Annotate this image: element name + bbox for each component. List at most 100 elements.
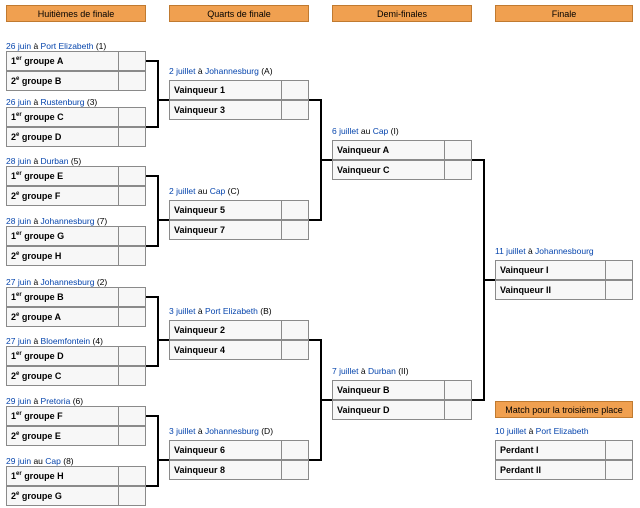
match-city-link[interactable]: Durban [367, 366, 396, 376]
match-city-link[interactable]: Johannesbourg [535, 246, 594, 256]
rank-suffix: e [16, 431, 20, 437]
group-rank: 2 [11, 431, 17, 441]
match-date-link[interactable]: 7 juillet [332, 366, 359, 376]
score-cell [118, 52, 145, 70]
header-quarter-finals: Quarts de finale [169, 5, 309, 22]
score-cell [444, 161, 471, 179]
rank-suffix: er [16, 112, 22, 118]
match-caption: 2 juillet à Johannesburg (A) [169, 65, 273, 77]
score-cell [605, 441, 632, 459]
match-date-link[interactable]: 27 juin [6, 277, 32, 287]
group-label: groupe G [19, 491, 62, 501]
match-date-link[interactable]: 2 juillet [169, 186, 196, 196]
match-date-link[interactable]: 26 juin [6, 97, 32, 107]
rank-suffix: e [16, 191, 20, 197]
header-final: Finale [495, 5, 633, 22]
match-caption: 29 juin au Cap (8) [6, 455, 74, 467]
team-row: Vainqueur B [332, 380, 472, 400]
team-name: 1er groupe B [7, 288, 118, 306]
header-semi-finals: Demi-finales [332, 5, 472, 22]
match-caption: 2 juillet au Cap (C) [169, 185, 239, 197]
match-caption: 26 juin à Rustenburg (3) [6, 96, 97, 108]
score-cell [444, 381, 471, 399]
match-date-link[interactable]: 10 juillet [495, 426, 527, 436]
match-venue-preposition: au [360, 126, 371, 136]
team-row: 2e groupe A [6, 307, 146, 327]
match-date-link[interactable]: 6 juillet [332, 126, 359, 136]
match-city-link[interactable]: Johannesburg [40, 216, 95, 226]
match-venue-preposition: à [528, 426, 534, 436]
match-date-link[interactable]: 3 juillet [169, 306, 196, 316]
team-name: Vainqueur D [337, 405, 390, 415]
match-date-link[interactable]: 29 juin [6, 396, 32, 406]
rank-suffix: e [16, 76, 20, 82]
match-date-link[interactable]: 26 juin [6, 41, 32, 51]
score-cell [118, 467, 145, 485]
match-date-link[interactable]: 27 juin [6, 336, 32, 346]
match-caption: 28 juin à Johannesburg (7) [6, 215, 107, 227]
match-date-link[interactable]: 11 juillet [495, 246, 526, 256]
match-date-link[interactable]: 28 juin [6, 156, 32, 166]
match-city-link[interactable]: Johannesburg [40, 277, 95, 287]
match-city-link[interactable]: Cap [45, 456, 61, 466]
group-rank: 1 [11, 411, 17, 421]
team-name: Vainqueur 8 [174, 465, 226, 475]
group-label: groupe E [19, 431, 61, 441]
match-city-link[interactable]: Johannesburg [204, 426, 259, 436]
team-row: 1er groupe F [6, 406, 146, 426]
group-label: groupe A [21, 56, 64, 66]
group-rank: 2 [11, 191, 17, 201]
match-venue-preposition: à [33, 277, 39, 287]
match-date-link[interactable]: 28 juin [6, 216, 32, 226]
group-rank: 2 [11, 251, 17, 261]
match-number: (1) [95, 41, 107, 51]
match-date-link[interactable]: 29 juin [6, 456, 32, 466]
match-venue-preposition: à [33, 336, 39, 346]
rank-suffix: er [16, 351, 22, 357]
match-city-link[interactable]: Bloemfontein [40, 336, 91, 346]
team-name: Vainqueur A [337, 145, 390, 155]
match-city-link[interactable]: Cap [209, 186, 226, 196]
team-name: 2e groupe H [7, 247, 118, 265]
team-name: Perdant II [500, 465, 542, 475]
rank-suffix: er [16, 56, 22, 62]
group-label: groupe H [19, 251, 62, 261]
score-cell [118, 487, 145, 505]
team-row: 2e groupe F [6, 186, 146, 206]
match-date-link[interactable]: 2 juillet [169, 66, 196, 76]
rank-suffix: er [16, 411, 22, 417]
match-caption: 29 juin à Pretoria (6) [6, 395, 83, 407]
score-cell [118, 288, 145, 306]
score-cell [281, 441, 308, 459]
score-cell [118, 308, 145, 326]
match-city-link[interactable]: Port Elizabeth [40, 41, 94, 51]
rank-suffix: e [16, 132, 20, 138]
team-row: 2e groupe B [6, 71, 146, 91]
team-name: 2e groupe A [7, 308, 118, 326]
team-name: 2e groupe D [7, 128, 118, 146]
match-date-link[interactable]: 3 juillet [169, 426, 196, 436]
group-label: groupe D [21, 351, 64, 361]
team-name: Vainqueur 5 [174, 205, 226, 215]
team-name: 1er groupe C [7, 108, 118, 126]
match-venue-preposition: à [527, 246, 533, 256]
team-row: Vainqueur 6 [169, 440, 309, 460]
match-city-link[interactable]: Rustenburg [40, 97, 85, 107]
group-label: groupe C [19, 371, 62, 381]
match-number: (D) [261, 426, 274, 436]
team-row: Vainqueur 8 [169, 460, 309, 480]
match-venue-preposition: à [197, 306, 203, 316]
match-city-link[interactable]: Pretoria [40, 396, 71, 406]
match-city-link[interactable]: Cap [372, 126, 389, 136]
match-city-link[interactable]: Durban [40, 156, 69, 166]
bracket-connector [309, 99, 322, 221]
team-row: 2e groupe C [6, 366, 146, 386]
team-name: 2e groupe F [7, 187, 118, 205]
team-name: Vainqueur I [500, 265, 549, 275]
match-caption: 27 juin à Bloemfontein (4) [6, 335, 103, 347]
match-city-link[interactable]: Port Elizabeth [204, 306, 258, 316]
match-city-link[interactable]: Port Elizabeth [535, 426, 589, 436]
team-row: Vainqueur 3 [169, 100, 309, 120]
match-venue-preposition: à [197, 66, 203, 76]
match-city-link[interactable]: Johannesburg [204, 66, 259, 76]
